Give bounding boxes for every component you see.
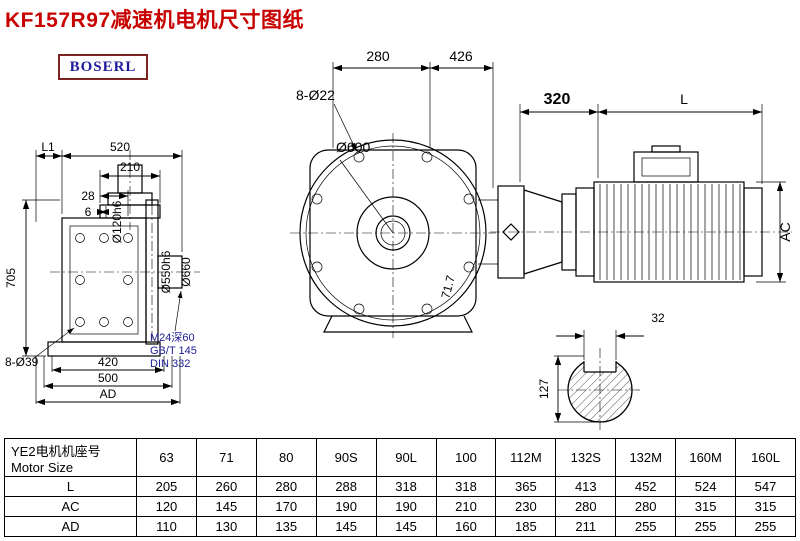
holes-22-label: 8-Ø22 <box>296 87 335 103</box>
col-header: 71 <box>195 438 257 477</box>
dia-120-label: Ø120h6 <box>110 200 124 243</box>
gb-standard-label: GB/T 145 <box>150 345 197 357</box>
motor-side-view <box>490 145 792 283</box>
table-cell: 211 <box>555 516 617 537</box>
flange-bolt-holes <box>311 151 475 315</box>
table-cell: 160 <box>435 516 497 537</box>
table-cell: 318 <box>435 476 497 497</box>
dim-l1-label: L1 <box>41 140 55 154</box>
table-cell: 280 <box>615 496 677 517</box>
table-cell: 130 <box>195 516 257 537</box>
table-cell: 230 <box>495 496 557 517</box>
din-standard-label: DIN 332 <box>150 358 190 370</box>
dim-426-label: 426 <box>449 48 473 64</box>
table-cell: 280 <box>555 496 617 517</box>
dia-660-label: Ø660 <box>179 257 193 287</box>
table-cell: 145 <box>195 496 257 517</box>
table-header-row: YE2电机机座号 Motor Size 63 71 80 90S 90L 100… <box>4 438 796 477</box>
page-title: KF157R97减速机电机尺寸图纸 <box>5 9 305 32</box>
table-cell: 547 <box>735 476 796 497</box>
dim-280-label: 280 <box>366 48 390 64</box>
side-view-dimensions: L1 520 210 28 6 705 Ø120h6 Ø550h6 Ø660 8… <box>4 140 197 406</box>
thread-callout: M24深60 <box>150 331 195 344</box>
dim-6-label: 6 <box>85 205 92 219</box>
col-header: 160M <box>675 438 737 477</box>
table-cell: 190 <box>375 496 437 517</box>
table-cell: 205 <box>136 476 197 497</box>
table-cell: 280 <box>255 476 317 497</box>
col-header: 112M <box>495 438 557 477</box>
dim-420-label: 420 <box>98 355 118 369</box>
table-cell: 210 <box>435 496 497 517</box>
table-cell: 110 <box>136 516 197 537</box>
col-header: 63 <box>136 438 197 477</box>
boserl-logo: BOSERL <box>58 54 148 80</box>
table-cell: 452 <box>615 476 677 497</box>
holes-39-label: 8-Ø39 <box>5 355 39 369</box>
motor-size-header-en: Motor Size <box>11 459 74 475</box>
dia-550-label: Ø550h6 <box>159 250 173 293</box>
col-header: 100 <box>435 438 497 477</box>
shaft-dimensions: 32 127 <box>537 311 665 423</box>
table-cell: 255 <box>675 516 737 537</box>
dim-705-label: 705 <box>4 268 18 288</box>
dim-520-label: 520 <box>110 140 130 154</box>
table-cell: 413 <box>555 476 617 497</box>
table-cell: 120 <box>136 496 197 517</box>
table-cell: 255 <box>615 516 677 537</box>
dim-32-label: 32 <box>651 311 665 325</box>
table-cell: 135 <box>255 516 317 537</box>
table-row-AC: AC 120 145 170 190 190 210 230 280 280 3… <box>4 496 796 517</box>
mounting-bolt-holes <box>75 233 133 327</box>
table-cell: 260 <box>195 476 257 497</box>
table-cell: 255 <box>735 516 796 537</box>
table-row-AD: AD 110 130 135 145 145 160 185 211 255 2… <box>4 516 796 537</box>
table-cell: 524 <box>675 476 737 497</box>
col-header: 132S <box>555 438 617 477</box>
col-header: 132M <box>615 438 677 477</box>
front-view-dimensions: 280 426 8-Ø22 Ø600 71.7 <box>296 48 494 300</box>
table-cell: 170 <box>255 496 317 517</box>
table-cell: 145 <box>315 516 377 537</box>
shaft-section-view <box>558 348 642 432</box>
row-label-AC: AC <box>4 496 137 517</box>
table-cell: 315 <box>735 496 796 517</box>
table-cell: 288 <box>315 476 377 497</box>
dimension-table: YE2电机机座号 Motor Size 63 71 80 90S 90L 100… <box>4 438 796 537</box>
table-cell: 190 <box>315 496 377 517</box>
gearbox-side-view <box>47 150 200 357</box>
technical-drawing: L1 520 210 28 6 705 Ø120h6 Ø550h6 Ø660 8… <box>4 48 793 432</box>
boserl-logo-text: BOSERL <box>69 58 137 75</box>
dia-600-label: Ø600 <box>336 139 370 155</box>
motor-dimensions: 320 L AC <box>519 91 793 283</box>
dim-500-label: 500 <box>98 371 118 385</box>
dim-210-label: 210 <box>120 160 140 174</box>
table-cell: 318 <box>375 476 437 497</box>
table-cell: 145 <box>375 516 437 537</box>
motor-size-header-cn: YE2电机机座号 <box>11 443 101 459</box>
angle-label: 71.7 <box>438 274 458 300</box>
dim-320-label: 320 <box>544 91 571 108</box>
col-header: 90L <box>375 438 437 477</box>
table-cell: 185 <box>495 516 557 537</box>
row-label-L: L <box>4 476 137 497</box>
dim-L-label: L <box>680 91 688 107</box>
table-cell: 365 <box>495 476 557 497</box>
dim-127-label: 127 <box>537 379 551 399</box>
dim-AC-label: AC <box>777 222 793 241</box>
col-header: 90S <box>315 438 377 477</box>
gearbox-front-view <box>290 133 498 338</box>
col-header: 80 <box>255 438 317 477</box>
table-row-L: L 205 260 280 288 318 318 365 413 452 52… <box>4 476 796 497</box>
col-header: 160L <box>735 438 796 477</box>
row-label-AD: AD <box>4 516 137 537</box>
table-cell: 315 <box>675 496 737 517</box>
dim-ad-label: AD <box>100 387 117 401</box>
dim-28-label: 28 <box>81 189 95 203</box>
motor-size-header: YE2电机机座号 Motor Size <box>4 438 137 477</box>
